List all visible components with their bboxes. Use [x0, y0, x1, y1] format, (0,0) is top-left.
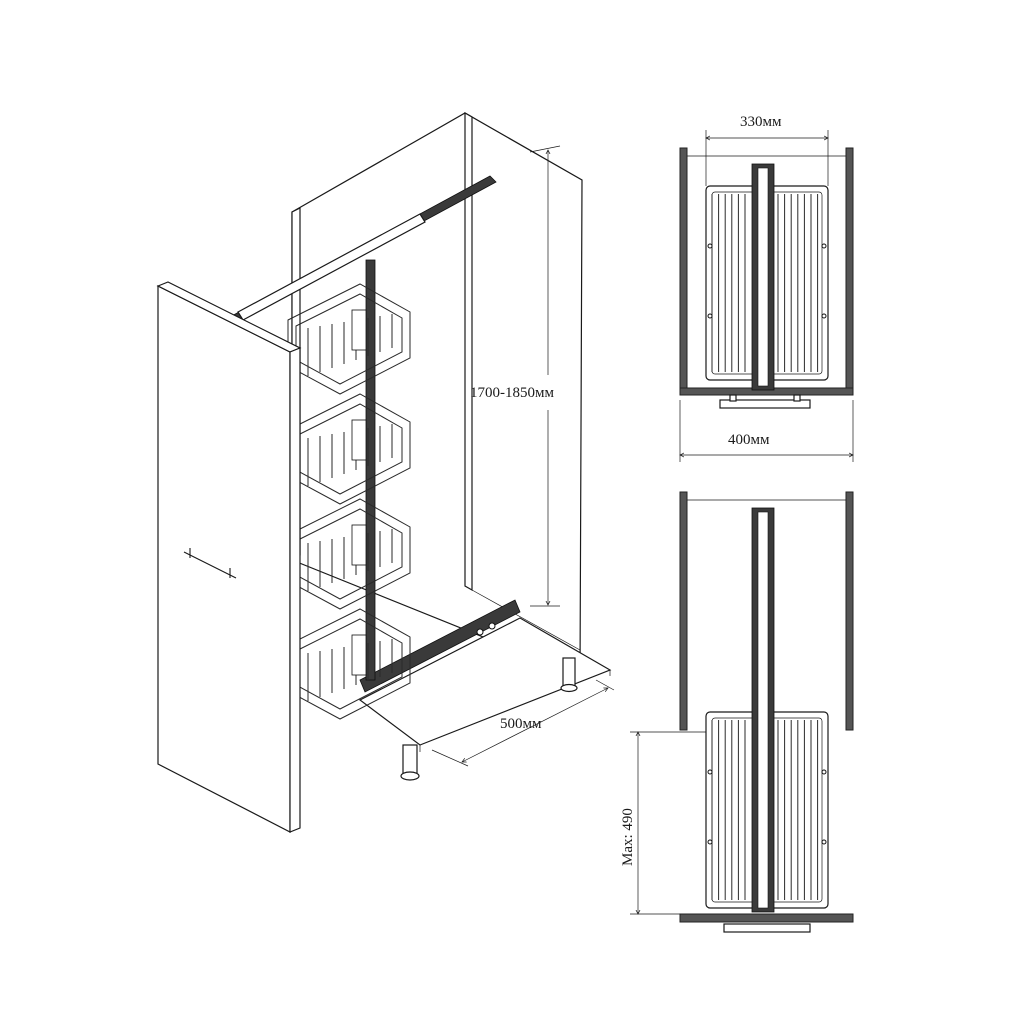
cabinet-wall-right: [845, 147, 854, 395]
back-panel-edge: [464, 111, 473, 592]
cabinet-wall-left: [679, 147, 688, 395]
cabinet-wall-left-ext: [679, 491, 688, 731]
height-dimension: [529, 145, 561, 607]
door-panel-side-edge: [289, 347, 301, 833]
cabinet-width-label: 400мм: [728, 432, 770, 448]
depth-dimension: [431, 679, 615, 767]
base-plate-extended: [723, 923, 811, 933]
door-handle: [183, 548, 237, 579]
basket-slats-top: [707, 194, 827, 372]
leg-right: [560, 657, 578, 693]
leg-front: [400, 744, 420, 781]
top-view-extended: Max: 490: [620, 491, 854, 933]
cabinet-wall-right-ext: [845, 491, 854, 731]
basket-slats-extended: [707, 720, 827, 900]
wire-baskets: [287, 283, 411, 720]
depth-label: 500мм: [500, 716, 542, 732]
door-edge-extended: [679, 913, 854, 923]
basket-2: [287, 393, 411, 505]
basket-width-label: 330мм: [740, 114, 782, 130]
isometric-cabinet: 1700-1850мм 500мм: [156, 111, 615, 833]
max-extension-label: Max: 490: [620, 808, 636, 866]
bottom-slide-rail: [359, 599, 521, 693]
frame-post: [365, 259, 376, 681]
height-label: 1700-1850мм: [470, 385, 554, 401]
door-panel: [157, 285, 291, 833]
base-plate-top: [719, 399, 811, 409]
top-view-closed: 330мм 400мм: [680, 114, 853, 462]
top-slide-rail-cover: [237, 213, 426, 321]
